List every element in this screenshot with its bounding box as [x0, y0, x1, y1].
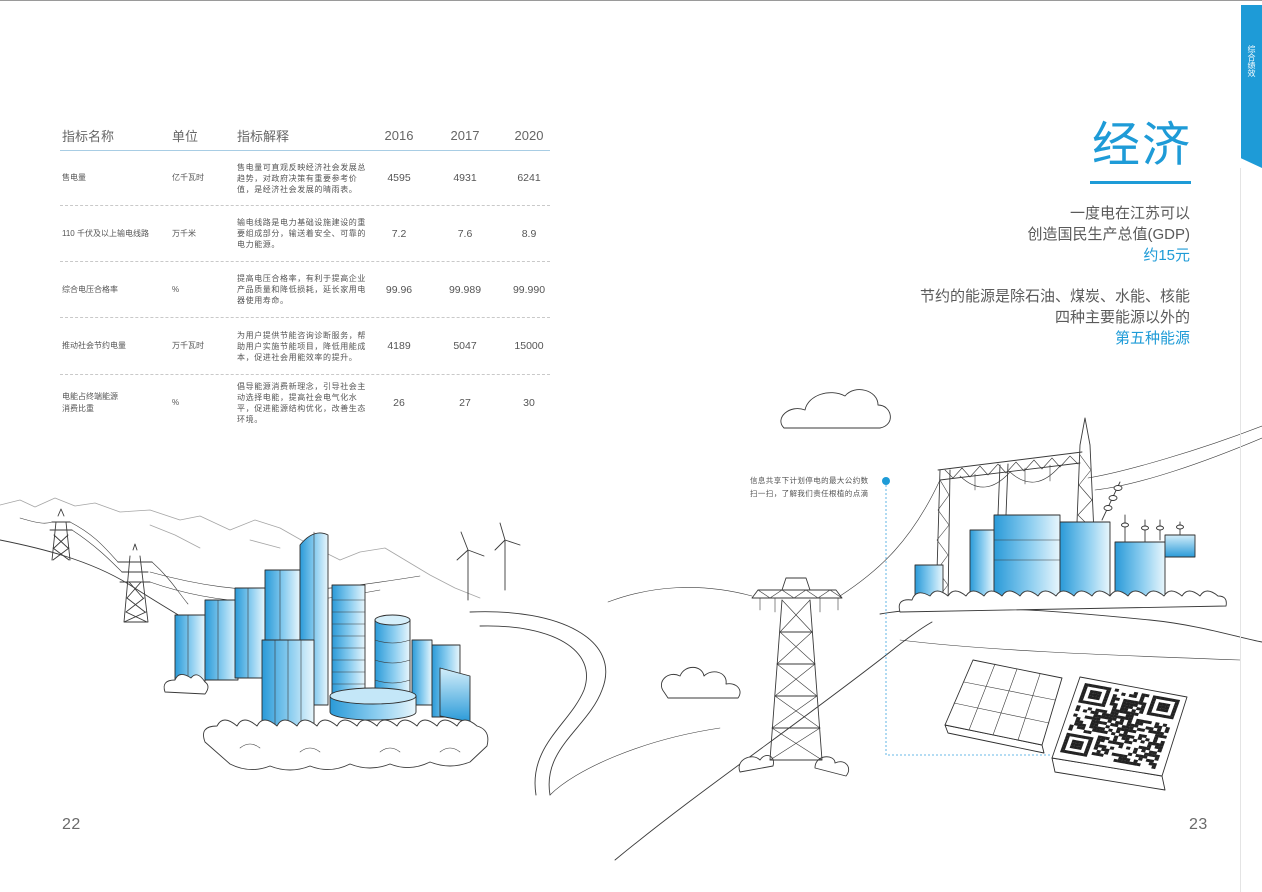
top-border — [0, 0, 1262, 1]
row-description: 为用户提供节能咨询诊断服务，帮助用户实施节能项目，降低用能成本，促进社会用能效率… — [237, 318, 371, 374]
header-2016: 2016 — [384, 127, 414, 143]
substation — [898, 417, 1227, 613]
qr-callout-line2: 扫一扫，了解我们责任根植的点滴 — [750, 489, 869, 498]
row-value-2016: 4189 — [387, 340, 411, 352]
fact-gdp: 一度电在江苏可以 创造国民生产总值(GDP) 约15元 — [1028, 203, 1191, 266]
header-unit: 单位 — [172, 128, 199, 144]
row-value-2017: 7.6 — [457, 227, 473, 240]
row-unit: % — [172, 284, 180, 294]
row-value-2017: 27 — [459, 397, 471, 409]
row-unit: % — [172, 398, 180, 407]
qr-callout-line1: 信息共享下计划停电的最大公约数 — [750, 476, 869, 485]
qr-code — [1051, 676, 1188, 791]
row-unit: 亿千瓦时 — [172, 173, 204, 182]
page-number-left: 22 — [62, 816, 81, 833]
fact-fifth-energy-highlight: 第五种能源 — [1114, 330, 1190, 347]
left-transmission-tower-small — [49, 508, 73, 561]
table-row: 推动社会节约电量 万千瓦时 为用户提供节能咨询诊断服务，帮助用户实施节能项目，降… — [60, 318, 550, 375]
row-indicator-name: 售电量 — [62, 173, 86, 182]
fact-gdp-highlight: 约15元 — [1143, 247, 1190, 264]
wind-turbines — [456, 522, 521, 601]
row-indicator-name: 综合电压合格率 — [62, 284, 118, 294]
row-value-2016: 4595 — [387, 172, 411, 184]
row-description-text: 为用户提供节能咨询诊断服务，帮助用户实施节能项目，降低用能成本，促进社会用能效率… — [237, 330, 366, 362]
row-unit: 万千瓦时 — [172, 341, 204, 350]
fact-fifth-energy: 节约的能源是除石油、煤炭、水能、核能 四种主要能源以外的 第五种能源 — [920, 286, 1190, 349]
table-row: 电能占终端能源消费比重 % 倡导能源消费新理念，引导社会主动选择电能，提高社会电… — [60, 375, 550, 431]
callout-leader-line — [882, 477, 1050, 756]
header-2017: 2017 — [450, 127, 480, 143]
row-value-2017: 4931 — [453, 172, 477, 184]
row-value-2020: 30 — [523, 397, 535, 409]
central-transmission-tower — [751, 577, 843, 761]
section-title: 经济 — [1091, 119, 1192, 172]
indicator-table-header: 指标名称 单位 指标解释 2016 2017 2020 — [60, 120, 550, 151]
table-row: 综合电压合格率 % 提高电压合格率，有利于提高企业产品质量和降低损耗，延长家用电… — [60, 262, 550, 318]
row-description: 输电线路是电力基础设施建设的重要组成部分，输送着安全、可靠的电力能源。 — [237, 206, 371, 261]
section-side-tab[interactable]: 综合绩效 — [1241, 5, 1262, 168]
row-value-2016: 99.96 — [385, 283, 413, 296]
row-value-2020: 15000 — [514, 340, 544, 352]
side-tab-label: 综合绩效 — [1247, 45, 1256, 77]
fact-gdp-line2: 创造国民生产总值(GDP) — [1027, 226, 1191, 243]
qr-callout-text: 信息共享下计划停电的最大公约数 扫一扫，了解我们责任根植的点滴 — [750, 474, 869, 500]
row-value-2017: 5047 — [453, 340, 477, 352]
fact-fifth-energy-line1: 节约的能源是除石油、煤炭、水能、核能 — [919, 288, 1190, 305]
header-indicator-name: 指标名称 — [62, 128, 115, 144]
city-skyline — [174, 531, 471, 733]
row-unit: 万千米 — [172, 228, 196, 238]
row-description: 倡导能源消费新理念，引导社会主动选择电能，提高社会电气化水平，促进能源结构优化，… — [237, 375, 371, 431]
row-description-text: 倡导能源消费新理念，引导社会主动选择电能，提高社会电气化水平，促进能源结构优化，… — [237, 382, 366, 424]
row-description: 售电量可直观反映经济社会发展总趋势，对政府决策有重要参考价值，是经济社会发展的晴… — [237, 151, 371, 205]
fact-gdp-line1: 一度电在江苏可以 — [1069, 205, 1190, 222]
fact-fifth-energy-line2: 四种主要能源以外的 — [1054, 309, 1190, 326]
row-indicator-name: 110 千伏及以上输电线路 — [62, 228, 149, 238]
row-value-2020: 6241 — [517, 172, 541, 184]
row-value-2017: 99.989 — [448, 283, 482, 296]
table-row: 售电量 亿千瓦时 售电量可直观反映经济社会发展总趋势，对政府决策有重要参考价值，… — [60, 151, 550, 206]
left-transmission-tower — [117, 543, 153, 623]
row-description-text: 输电线路是电力基础设施建设的重要组成部分，输送着安全、可靠的电力能源。 — [237, 218, 366, 249]
row-value-2020: 8.9 — [521, 227, 537, 240]
row-indicator-name: 推动社会节约电量 — [62, 341, 126, 350]
row-value-2016: 7.2 — [391, 227, 407, 240]
page-edge-line — [1240, 168, 1241, 892]
left-power-lines — [19, 517, 421, 605]
row-indicator-name: 电能占终端能源消费比重 — [62, 392, 118, 413]
header-description: 指标解释 — [237, 128, 290, 144]
header-2020: 2020 — [514, 127, 544, 143]
row-description: 提高电压合格率，有利于提高企业产品质量和降低损耗，延长家用电器使用寿命。 — [237, 262, 371, 317]
row-value-2016: 26 — [393, 397, 405, 409]
callout-dot — [882, 477, 890, 485]
solar-panel — [944, 659, 1063, 754]
hills — [614, 607, 1262, 861]
row-description-text: 提高电压合格率，有利于提高企业产品质量和降低损耗，延长家用电器使用寿命。 — [237, 274, 366, 305]
row-description-text: 售电量可直观反映经济社会发展总趋势，对政府决策有重要参考价值，是经济社会发展的晴… — [237, 162, 366, 194]
table-row: 110 千伏及以上输电线路 万千米 输电线路是电力基础设施建设的重要组成部分，输… — [60, 206, 550, 262]
cloud — [780, 389, 891, 429]
overhead-wires — [607, 425, 1262, 603]
page-number-right: 23 — [1189, 816, 1208, 833]
row-value-2020: 99.990 — [512, 283, 546, 296]
city-bushes — [163, 674, 489, 771]
winding-road — [469, 611, 721, 796]
section-title-underline — [1090, 181, 1191, 184]
